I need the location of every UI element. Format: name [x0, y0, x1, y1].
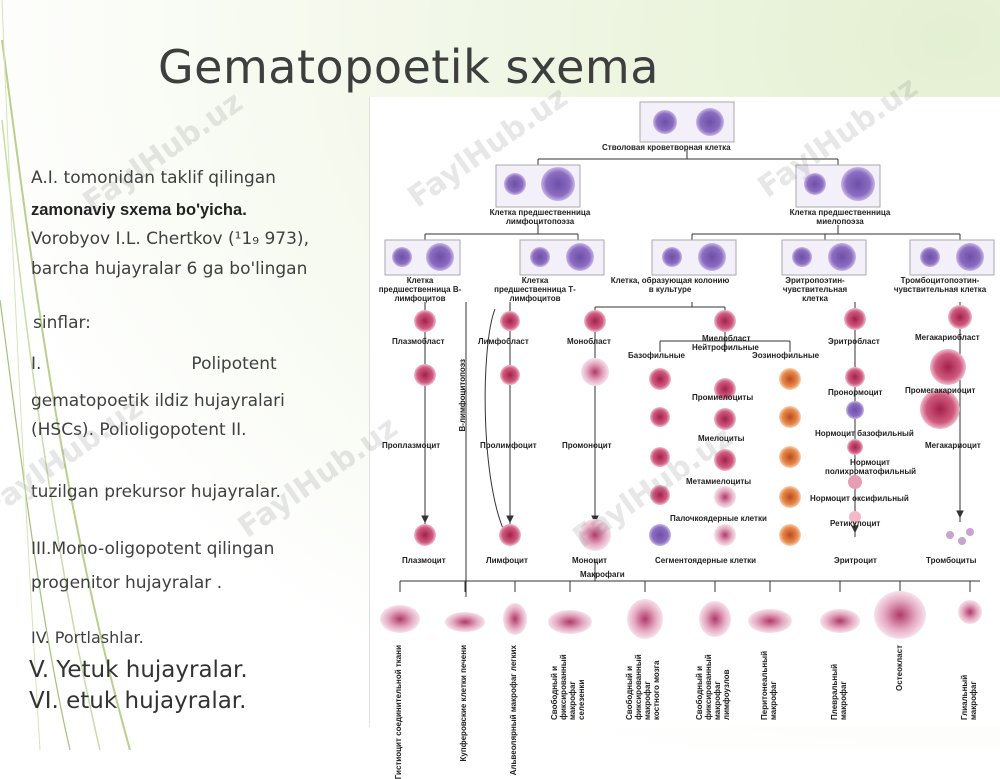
macro-type-7: Перитонеальный макрофаг	[760, 650, 778, 720]
text-line-6: gematopoetik ildiz hujayralari	[31, 391, 285, 411]
label-t-pre: Клетка предшественница Т-лимфоцитов	[494, 276, 576, 303]
label-myeloblast: Миелобласт	[702, 334, 751, 343]
label-pronormocyte: Пронормоцит	[828, 388, 883, 397]
text-line-7: (HSCs). Polioligopotent II.	[31, 420, 247, 440]
macro-type-4: Свободный и фиксированный макрофаг селез…	[550, 654, 586, 720]
label-erythroblast: Эритробласт	[828, 337, 880, 346]
diagram-graphics	[380, 101, 995, 639]
text-line-12: V. Yetuk hujayralar.	[29, 657, 248, 683]
label-lymph-pre: Клетка предшественница лимфоцитопоэза	[489, 208, 591, 226]
label-b-pre: Клетка предшественница В-лимфоцитов	[378, 276, 462, 303]
label-macrophages: Макрофаги	[580, 570, 625, 579]
label-ery-sens: Эритропоэтин-чувствительная клетка	[782, 276, 848, 303]
label-plasmablast: Плазмобласт	[392, 337, 445, 346]
label-cfu: Клетка, образующая колонию в культуре	[610, 276, 730, 294]
label-proplasmocyte: Проплазмоцит	[382, 441, 441, 450]
label-megakaryocyte: Мегакариоцит	[925, 441, 981, 450]
label-normocyte-baso: Нормоцит базофильный	[815, 429, 914, 438]
label-metamyelocytes: Метамиелоциты	[686, 477, 752, 486]
label-megakaryoblast: Мегакариобласт	[915, 333, 980, 342]
label-normocyte-oxy: Нормоцит оксифильный	[810, 494, 909, 503]
label-thr-sens: Тромбоцитопоэтин-чувствительная клетка	[893, 276, 987, 294]
macro-type-1: Гистиоцит соединительной ткани	[394, 645, 403, 779]
label-basophilic: Базофильные	[628, 351, 685, 360]
macro-type-5: Свободный и фиксированный макрофаг костн…	[625, 654, 661, 720]
label-monocyte: Моноцит	[572, 556, 608, 565]
label-promyelocytes: Промиелоциты	[692, 393, 754, 402]
label-normocyte-poly: Нормоцит полихроматофильный	[825, 458, 917, 476]
macro-type-8: Плевральный макрофаг	[830, 663, 848, 720]
macro-type-3: Альвеолярный макрофаг легких	[509, 645, 518, 776]
label-erythrocyte: Эритроцит	[834, 556, 877, 565]
decorative-grass-lines	[0, 0, 131, 750]
text-line-5: sinflar:	[33, 313, 91, 333]
class-one-prefix: I.	[31, 354, 42, 374]
text-line-3: Vorobyov I.L. Chertkov (¹1₉ 973),	[31, 229, 309, 249]
label-promegakaryocyte: Промегакариоцит	[905, 386, 976, 395]
hematopoiesis-diagram: Стволовая кроветворная клетка Клетка пре…	[369, 97, 1000, 779]
label-reticulocyte: Ретикулоцит	[830, 519, 881, 528]
text-line-9: III.Mono-oligopotent qilingan	[31, 539, 275, 559]
macro-type-6: Свободный и фиксированный макрофаг лимфо…	[695, 654, 731, 720]
text-line-10: progenitor hujayralar .	[31, 573, 223, 593]
class-one-word: Polipotent	[191, 354, 277, 374]
macro-type-9: Остеокласт	[895, 645, 904, 691]
macro-type-2: Купферовские клетки печени	[459, 645, 468, 762]
label-eosinophilic: Эозинофильные	[752, 351, 820, 360]
label-b-lymphopoiesis: В-лимфоцитопоэз	[458, 359, 467, 432]
label-band: Палочкоядерные клетки	[670, 514, 767, 523]
text-line-1: A.I. tomonidan taklif qilingan	[31, 168, 276, 188]
slide-title: Gematopoetik sxema	[158, 40, 659, 94]
text-line-8: tuzilgan prekursor hujayralar.	[31, 482, 281, 502]
label-neutrophilic: Нейтрофильные	[692, 343, 759, 352]
label-stem: Стволовая кроветворная клетка	[602, 143, 731, 152]
label-segmented: Сегментоядерные клетки	[655, 556, 757, 565]
label-platelets: Тромбоциты	[926, 556, 977, 565]
macro-type-10: Глиальный макрофаг	[960, 674, 978, 720]
label-prolymphocyte: Пролимфоцит	[480, 441, 537, 450]
label-lymphocyte: Лимфоцит	[486, 556, 528, 565]
label-lymphoblast: Лимфобласт	[478, 337, 529, 346]
label-monoblast: Монобласт	[567, 337, 611, 346]
label-myelocytes: Миелоциты	[698, 434, 745, 443]
text-line-13: VI. etuk hujayralar.	[29, 688, 247, 714]
text-line-11: IV. Portlashlar.	[31, 628, 144, 647]
label-plasmocyte: Плазмоцит	[402, 556, 446, 565]
text-line-4: barcha hujayralar 6 ga bo'lingan	[31, 259, 308, 279]
class-one-line: I. Polipotent	[31, 354, 277, 374]
label-myelo-pre: Клетка предшественница миелопоэза	[789, 208, 891, 226]
text-line-2: zamonaviy sxema bo'yicha.	[31, 201, 247, 219]
label-promonocyte: Промоноцит	[562, 441, 612, 450]
